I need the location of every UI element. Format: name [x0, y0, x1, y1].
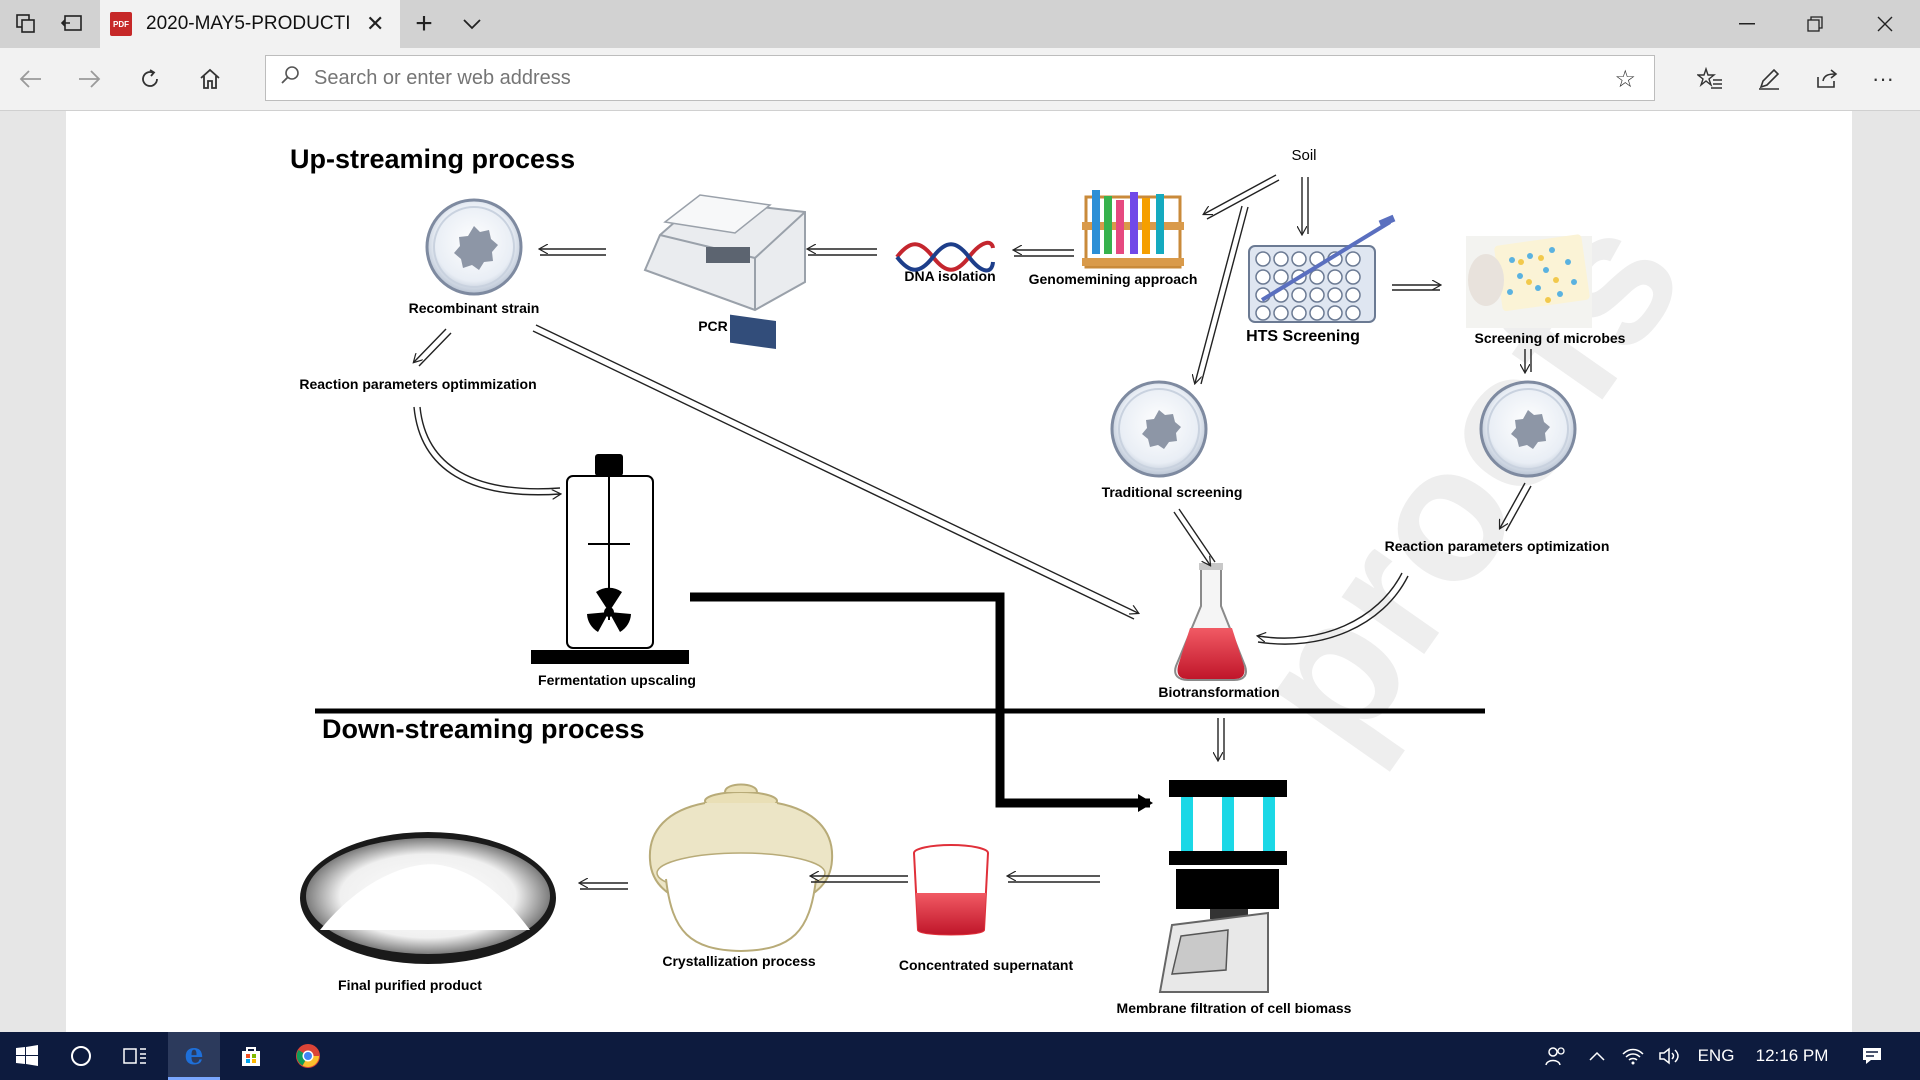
tab-manager-icon[interactable]	[12, 10, 40, 38]
restore-icon[interactable]	[1792, 8, 1838, 40]
tab-active[interactable]: PDF 2020-MAY5-PRODUCTI ✕	[100, 0, 400, 48]
process-diagram: proofs Up-streaming process Down-streami…	[290, 144, 1723, 1016]
address-input[interactable]	[312, 65, 1566, 91]
volume-icon[interactable]	[1654, 1032, 1686, 1080]
label-fermentation-upscaling: Fermentation upscaling	[538, 672, 696, 688]
minimize-icon[interactable]	[1724, 8, 1770, 40]
new-tab-icon[interactable]: +	[415, 7, 433, 40]
label-pcr: PCR	[698, 318, 728, 334]
label-soil: Soil	[1291, 147, 1316, 164]
favorite-star-icon[interactable]: ☆	[1614, 66, 1636, 93]
cortana-icon[interactable]	[56, 1032, 106, 1080]
label-dna-isolation: DNA isolation	[904, 268, 995, 284]
store-icon[interactable]	[226, 1032, 276, 1080]
search-icon	[280, 65, 304, 91]
label-genomemining: Genomemining approach	[1029, 271, 1198, 287]
label-hts-screening: HTS Screening	[1246, 328, 1360, 345]
petri-dish-recombinant-icon	[425, 198, 523, 296]
label-final-product: Final purified product	[338, 977, 482, 993]
edge-taskbar-icon[interactable]: e	[168, 1032, 220, 1080]
people-icon[interactable]	[1538, 1032, 1574, 1080]
tabs-aside-icon[interactable]	[58, 10, 86, 38]
upstream-arrows	[414, 174, 1532, 760]
home-icon[interactable]	[193, 62, 227, 96]
pen-icon[interactable]	[1752, 62, 1786, 96]
windows-start-icon[interactable]	[0, 1032, 54, 1080]
pdf-page: proofs Up-streaming process Down-streami…	[66, 111, 1852, 1032]
petri-dish-microbes-icon	[1479, 380, 1577, 478]
microbe-plate-icon	[1466, 234, 1592, 328]
flask-icon	[1174, 563, 1247, 681]
beaker-icon	[913, 844, 989, 936]
more-icon[interactable]: ···	[1872, 66, 1894, 91]
downstream-arrows	[580, 876, 1100, 890]
close-window-icon[interactable]	[1862, 8, 1908, 40]
share-icon[interactable]	[1810, 62, 1844, 96]
label-concentrated-supernatant: Concentrated supernatant	[899, 957, 1074, 973]
document-viewport: proofs Up-streaming process Down-streami…	[0, 111, 1920, 1032]
navigation-bar: ☆ ···	[0, 48, 1920, 111]
language-indicator[interactable]: ENG	[1697, 1046, 1735, 1065]
wifi-icon[interactable]	[1616, 1032, 1650, 1080]
membrane-filtration-icon	[1158, 780, 1287, 993]
vertical-scrollbar[interactable]	[1903, 111, 1920, 1032]
tab-title: 2020-MAY5-PRODUCTI	[146, 13, 351, 34]
label-membrane-filtration: Membrane filtration of cell biomass	[1117, 1000, 1352, 1016]
fermenter-icon	[531, 454, 689, 664]
chevron-down-icon[interactable]	[458, 10, 486, 38]
petri-dish-traditional-icon	[1110, 380, 1208, 478]
pcr-machine-icon	[643, 194, 806, 350]
tab-bar: PDF 2020-MAY5-PRODUCTI ✕ +	[0, 0, 1920, 48]
chevron-up-icon[interactable]	[1582, 1032, 1612, 1080]
label-reaction-params-optimmization: Reaction parameters optimmization	[299, 376, 536, 392]
upstream-heading: Up-streaming process	[290, 144, 575, 174]
hts-plate-icon	[1248, 214, 1396, 323]
test-tube-rack-icon	[1082, 190, 1184, 269]
label-biotransformation: Biotransformation	[1158, 684, 1279, 700]
downstream-heading: Down-streaming process	[322, 714, 645, 744]
label-screening-microbes: Screening of microbes	[1475, 330, 1626, 346]
tab-close-icon[interactable]: ✕	[366, 11, 385, 36]
favorites-list-icon[interactable]	[1693, 62, 1727, 96]
clock[interactable]: 12:16 PM	[1755, 1046, 1829, 1065]
notifications-icon[interactable]	[1852, 1032, 1892, 1080]
task-view-icon[interactable]	[110, 1032, 160, 1080]
process-flow-arrow	[690, 592, 1153, 812]
label-crystallization: Crystallization process	[662, 953, 815, 969]
forward-icon[interactable]	[72, 62, 106, 96]
chrome-icon[interactable]	[283, 1032, 333, 1080]
label-traditional-screening: Traditional screening	[1102, 484, 1243, 500]
refresh-icon[interactable]	[133, 62, 167, 96]
dna-icon	[895, 240, 995, 273]
address-bar[interactable]: ☆	[265, 55, 1655, 101]
pdf-icon: PDF	[110, 12, 132, 36]
desiccator-icon	[648, 783, 834, 953]
label-reaction-params-optimization: Reaction parameters optimization	[1385, 538, 1610, 554]
label-recombinant-strain: Recombinant strain	[409, 300, 540, 316]
back-icon[interactable]	[14, 62, 48, 96]
windows-taskbar: e ENG 12:16 PM	[0, 1032, 1920, 1080]
powder-product-icon	[300, 832, 556, 964]
